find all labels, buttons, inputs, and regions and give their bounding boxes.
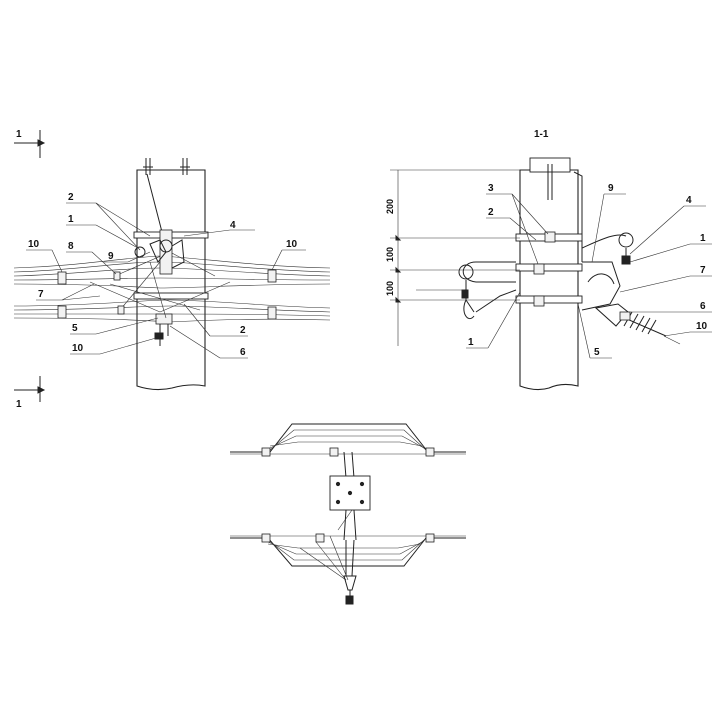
section-view: 200 100 100 (385, 157, 681, 391)
callout-l-7: 7 (38, 289, 44, 300)
callout-r-4: 4 (686, 195, 692, 206)
section-marker-bottom-label: 1 (16, 399, 22, 410)
callout-r-3: 3 (488, 183, 494, 194)
callout-l-10b: 10 (286, 239, 298, 250)
callout-l-5: 5 (72, 323, 78, 334)
callout-r-5: 5 (594, 347, 600, 358)
section-marker-top: 1 (14, 129, 46, 158)
callout-l-10a: 10 (28, 239, 40, 250)
pole-section (519, 169, 579, 391)
section-title: 1-1 (534, 129, 549, 140)
section-marker-top-label: 1 (16, 129, 22, 140)
callout-l-9: 9 (108, 251, 114, 262)
callout-r-6: 6 (700, 301, 706, 312)
callout-r-2: 2 (488, 207, 494, 218)
dimension-100-upper: 100 (385, 247, 395, 262)
callout-r-1a: 1 (700, 233, 706, 244)
section-marker-bottom: 1 (14, 376, 46, 410)
callout-l-10c: 10 (72, 343, 84, 354)
callout-l-2b: 2 (240, 325, 246, 336)
pole-front (136, 169, 206, 391)
plan-view (230, 423, 466, 605)
callout-r-10: 10 (696, 321, 708, 332)
front-view-callouts: 2 1 4 9 10 10 8 7 5 2 6 10 (26, 192, 306, 359)
insulator (594, 303, 681, 345)
dimension-lines: 200 100 100 (385, 169, 520, 346)
callout-l-8: 8 (68, 241, 74, 252)
callout-r-9: 9 (608, 183, 614, 194)
callout-r-7: 7 (700, 265, 706, 276)
section-view-callouts: 3 9 4 2 1 7 6 10 1 5 (466, 183, 712, 359)
callout-l-6: 6 (240, 347, 246, 358)
dimension-200: 200 (385, 199, 395, 214)
dimension-100-lower: 100 (385, 281, 395, 296)
callout-l-4: 4 (230, 220, 236, 231)
front-view (13, 158, 331, 391)
callout-l-2a: 2 (68, 192, 74, 203)
callout-r-1b: 1 (468, 337, 474, 348)
callout-l-1: 1 (68, 214, 74, 225)
